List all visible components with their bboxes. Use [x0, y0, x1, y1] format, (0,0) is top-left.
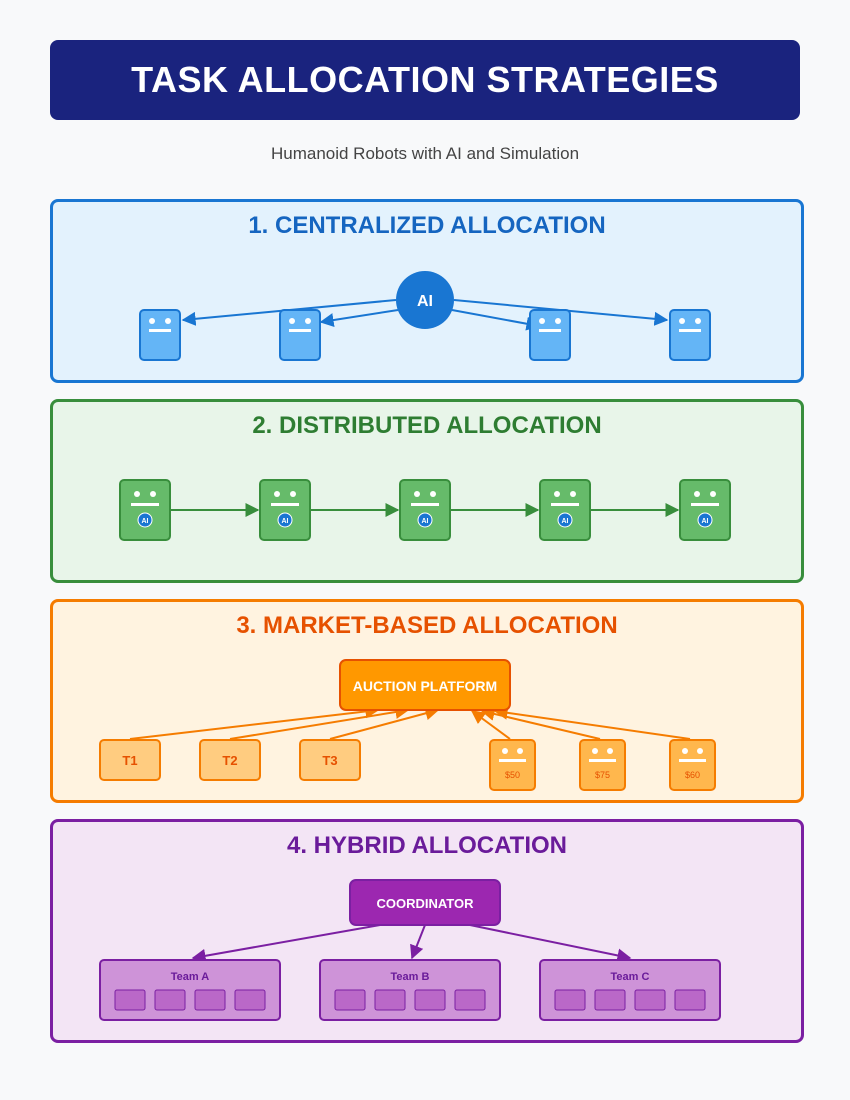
distributed-title: 2. DISTRIBUTED ALLOCATION [252, 412, 602, 439]
distributed-panel: 2. DISTRIBUTED ALLOCATION [50, 399, 804, 583]
title-banner: TASK ALLOCATION STRATEGIES [50, 40, 800, 120]
centralized-title: 1. CENTRALIZED ALLOCATION [248, 212, 606, 239]
market-title: 3. MARKET-BASED ALLOCATION [236, 612, 618, 639]
hybrid-panel: 4. HYBRID ALLOCATION [50, 819, 804, 1043]
market-panel: 3. MARKET-BASED ALLOCATION [50, 599, 804, 803]
page-title: TASK ALLOCATION STRATEGIES [131, 59, 719, 100]
page-subtitle: Humanoid Robots with AI and Simulation [270, 144, 580, 163]
hybrid-title: 4. HYBRID ALLOCATION [287, 832, 567, 859]
centralized-panel: 1. CENTRALIZED ALLOCATION [50, 199, 804, 383]
